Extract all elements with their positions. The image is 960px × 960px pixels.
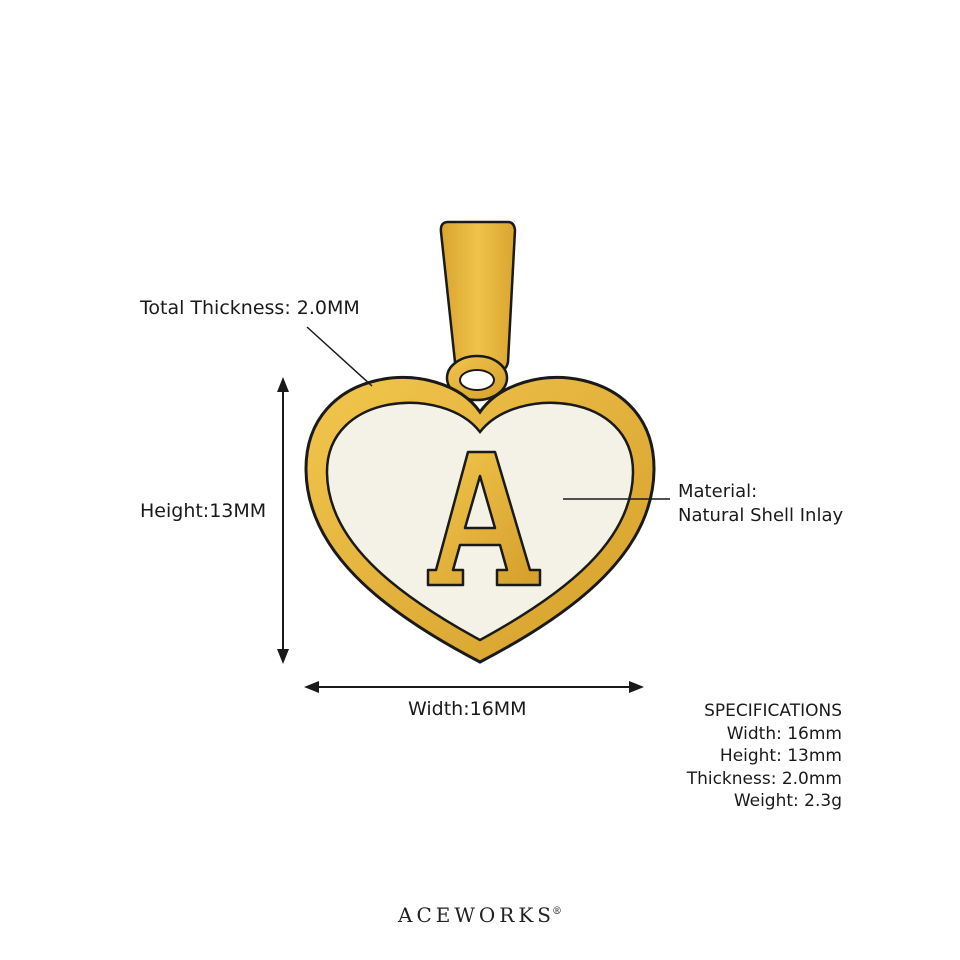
width-label: Width:16MM: [408, 698, 527, 720]
spec-weight: Weight: 2.3g: [733, 791, 842, 811]
bail: [439, 220, 517, 374]
spec-width: Width: 16mm: [726, 723, 842, 744]
material-title: Material:: [678, 481, 758, 502]
material-callout: Material: Natural Shell Inlay: [678, 480, 843, 528]
registered-mark: ®: [552, 906, 562, 918]
brand-logo: ACEWORKS®: [0, 903, 960, 927]
specifications-title: SPECIFICATIONS: [704, 701, 842, 721]
material-value: Natural Shell Inlay: [678, 505, 844, 526]
spec-thickness: Thickness: 2.0mm: [686, 768, 842, 789]
height-dimension-arrow: [277, 377, 289, 664]
jump-ring-hole: [459, 369, 495, 391]
height-label: Height:13MM: [140, 500, 267, 522]
thickness-leader-line: [306, 326, 373, 387]
spec-height: Height: 13mm: [719, 746, 842, 766]
width-dimension-arrow: [304, 681, 644, 693]
letter-a-glyph: [426, 450, 542, 587]
thickness-label: Total Thickness: 2.0MM: [140, 297, 360, 319]
shell-inlay: [325, 401, 635, 642]
brand-name: ACEWORKS: [398, 903, 555, 927]
specifications-block: SPECIFICATIONS Width: 16mm Height: 13mm …: [687, 700, 842, 813]
